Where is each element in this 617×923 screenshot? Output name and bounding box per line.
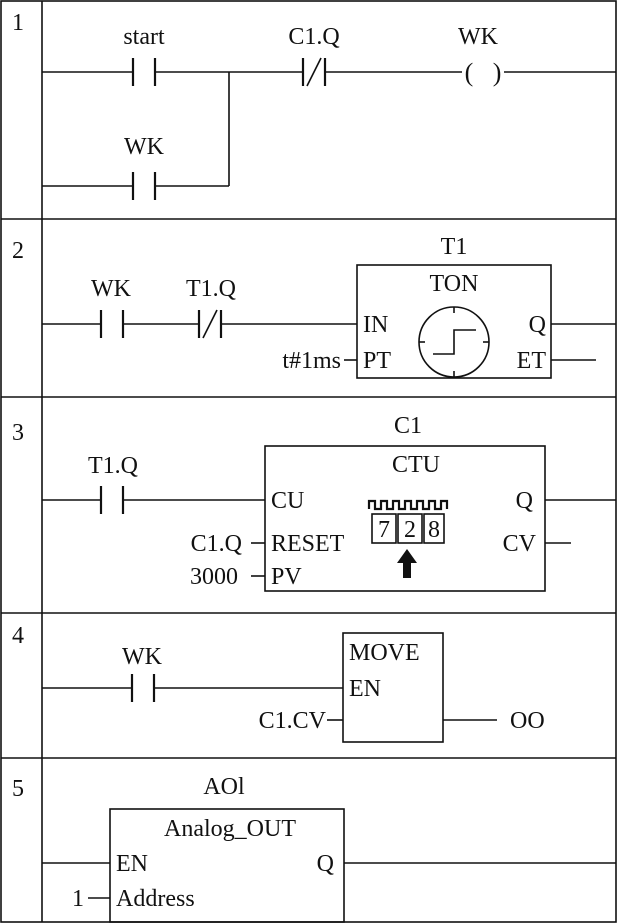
block-type: MOVE xyxy=(349,640,420,666)
pin-in: IN xyxy=(363,312,388,338)
ton-block: T1 TON IN PT Q ET xyxy=(356,234,552,379)
contact-label: WK xyxy=(122,644,163,670)
contact-wk xyxy=(131,172,157,200)
contact-start xyxy=(131,58,157,86)
reset-source: C1.Q xyxy=(191,531,242,557)
move-block: MOVE EN xyxy=(342,632,444,743)
pin-pt: PT xyxy=(363,348,391,374)
contact-label: C1.Q xyxy=(288,24,339,50)
pin-reset: RESET xyxy=(271,531,345,557)
contact-t1q xyxy=(99,486,125,514)
coil-symbol: ( ) xyxy=(465,58,502,87)
rung-number: 3 xyxy=(12,420,24,446)
rung-number: 1 xyxy=(12,10,24,36)
counter-digit: 8 xyxy=(428,517,440,543)
contact-label: WK xyxy=(91,276,132,302)
counter-digit-box xyxy=(397,513,423,544)
contact-label: WK xyxy=(124,134,165,160)
block-type: CTU xyxy=(392,452,440,478)
block-type: TON xyxy=(430,271,479,297)
rung-number: 2 xyxy=(12,238,24,264)
contact-wk xyxy=(99,310,125,338)
pin-q: Q xyxy=(516,488,533,514)
analog-out-block: AOl Analog_OUT EN Address Q xyxy=(109,774,345,923)
counter-digit: 2 xyxy=(404,517,416,543)
contact-wk xyxy=(130,674,156,702)
pin-pv: PV xyxy=(271,564,302,590)
pv-value: 3000 xyxy=(190,564,238,590)
contact-c1q-nc xyxy=(301,57,327,87)
coil-label: WK xyxy=(458,24,499,50)
pin-en: EN xyxy=(116,851,148,877)
move-dest: OO xyxy=(510,708,545,734)
counter-digit-box xyxy=(423,513,445,544)
contact-label: T1.Q xyxy=(88,453,138,479)
counter-icon: 7 2 8 xyxy=(367,499,449,578)
pin-cu: CU xyxy=(271,488,304,514)
pt-value: t#1ms xyxy=(282,348,341,374)
pin-address: Address xyxy=(116,886,195,912)
block-instance: T1 xyxy=(441,234,468,260)
up-arrow-icon xyxy=(397,549,417,578)
block-type: Analog_OUT xyxy=(164,816,296,842)
ctu-block: C1 CTU CU RESET PV Q CV 7 2 8 xyxy=(264,413,546,592)
rung-1: 1 start WK C1.Q ( ) WK xyxy=(12,10,616,200)
pin-en: EN xyxy=(349,676,381,702)
rung-5: 5 AOl Analog_OUT EN Address Q 1 xyxy=(12,774,616,923)
pin-q: Q xyxy=(317,851,334,877)
block-instance: AOl xyxy=(203,774,245,800)
rung-2: 2 WK T1.Q T1 TON IN PT Q ET xyxy=(12,234,616,379)
move-source: C1.CV xyxy=(259,708,327,734)
counter-digit: 7 xyxy=(378,517,390,543)
rung-number: 4 xyxy=(12,623,24,649)
pin-q: Q xyxy=(529,312,546,338)
timer-clock-icon xyxy=(418,306,490,378)
pin-cv: CV xyxy=(503,531,537,557)
contact-label: start xyxy=(123,24,165,50)
contact-t1q-nc xyxy=(197,309,223,339)
counter-digit-box xyxy=(371,513,397,544)
rung-3: 3 T1.Q C1 CTU CU RESET PV Q CV xyxy=(12,413,616,592)
pin-et: ET xyxy=(517,348,547,374)
rung-4: 4 WK MOVE EN C1.CV OO xyxy=(12,623,545,743)
block-instance: C1 xyxy=(394,413,422,439)
address-value: 1 xyxy=(72,886,84,912)
contact-label: T1.Q xyxy=(186,276,236,302)
rung-number: 5 xyxy=(12,776,24,802)
